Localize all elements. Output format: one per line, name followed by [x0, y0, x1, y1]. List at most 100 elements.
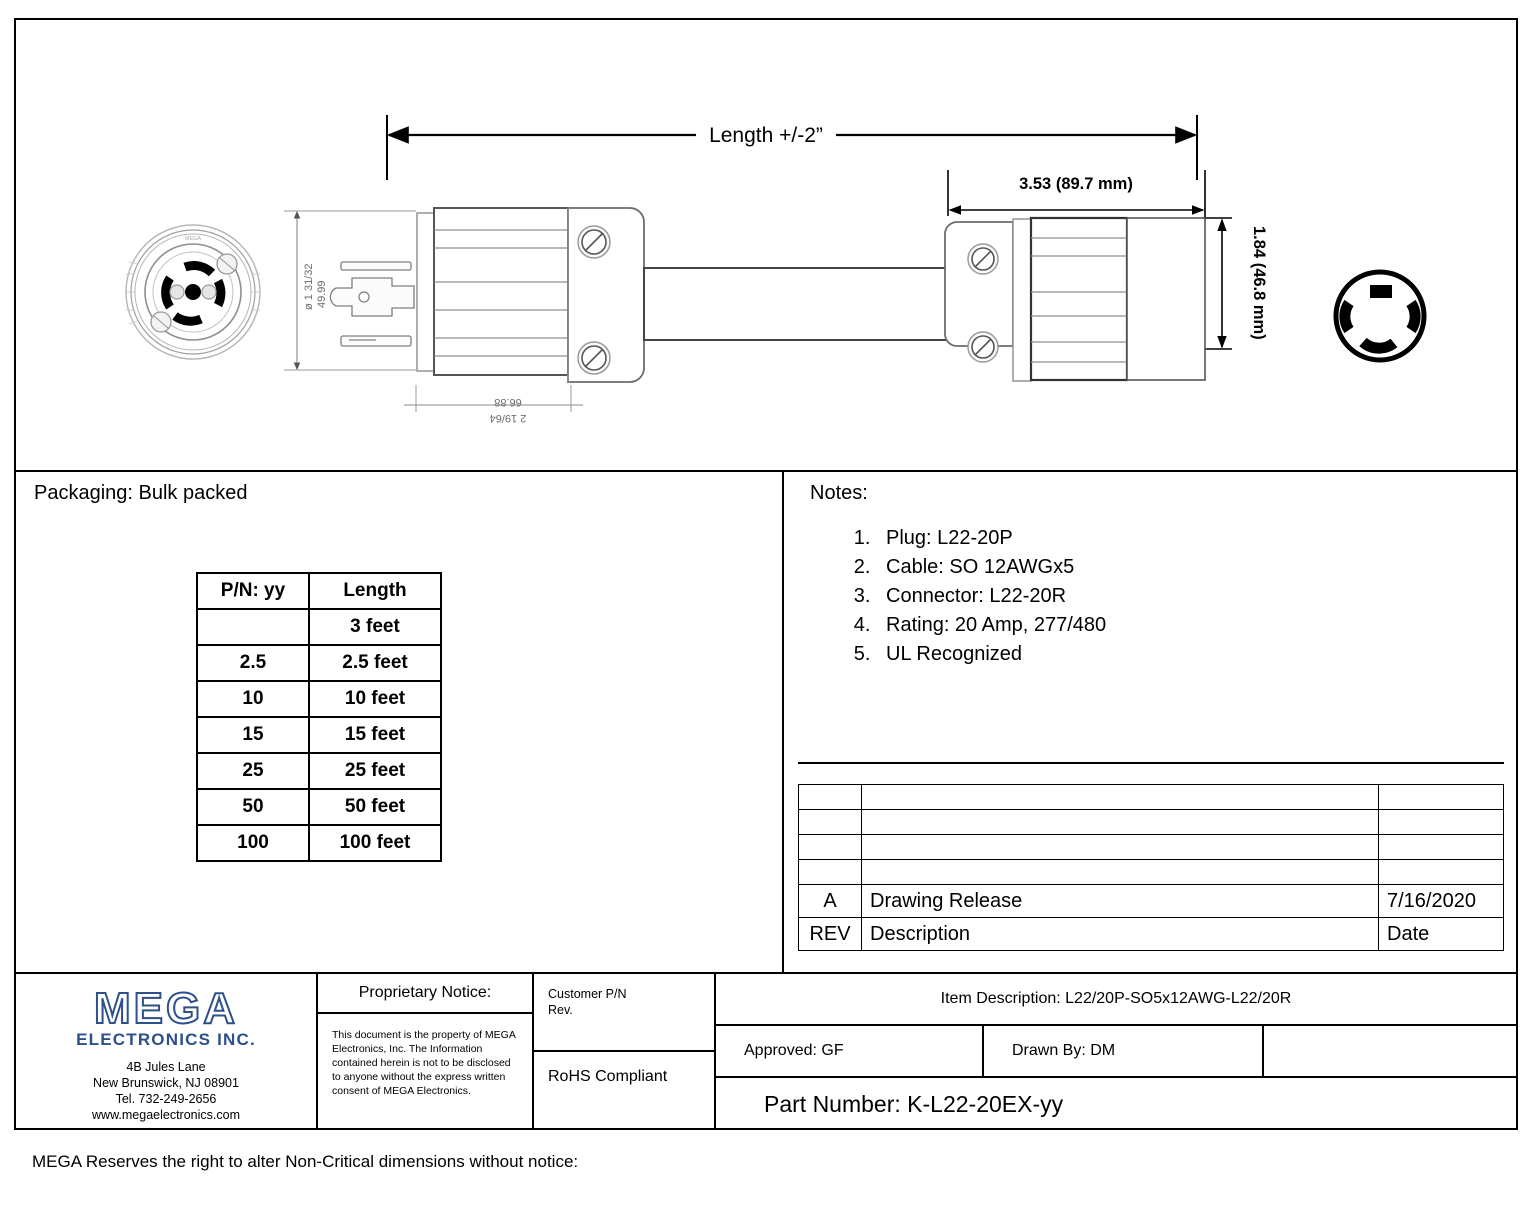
header-description: Description	[861, 917, 1379, 951]
note-item: Plug: L22-20P	[876, 524, 1106, 553]
title-block-blank-cell	[1264, 1026, 1516, 1078]
connector-face-view	[1333, 269, 1427, 363]
revision-table: A Drawing Release 7/16/2020 REV Descript…	[798, 784, 1504, 951]
packaging-label: Packaging: Bulk packed	[34, 482, 248, 504]
table-row: 10 10 feet	[196, 680, 442, 718]
cell-rev	[798, 859, 862, 885]
logo-subtitle: ELECTRONICS INC.	[76, 1030, 256, 1049]
label-plug-body-length-fraction: 2 19/64	[490, 412, 527, 424]
revision-empty-row	[798, 809, 1504, 835]
table-row: 2.5 2.5 feet	[196, 644, 442, 682]
cell-pn: 2.5	[196, 644, 310, 682]
connector-side-view	[944, 216, 1206, 382]
revision-header-row: REV Description Date	[798, 917, 1504, 951]
label-overall-length: Length +/-2”	[709, 124, 823, 147]
cell-description: Drawing Release	[861, 884, 1379, 918]
product-drawing: MEGA	[125, 115, 1427, 424]
customer-pn-label: Customer P/N	[548, 987, 627, 1001]
table-row: 15 15 feet	[196, 716, 442, 754]
table-header-row: P/N: yy Length	[196, 572, 442, 610]
company-address: 4B Jules Lane New Brunswick, NJ 08901 Te…	[16, 1059, 316, 1123]
revision-empty-row	[798, 859, 1504, 885]
packaging-panel: Packaging: Bulk packed P/N: yy Length 3 …	[16, 472, 784, 972]
dimension-overall-length	[386, 115, 1198, 180]
notes-title: Notes:	[810, 482, 868, 504]
title-block: MEGA ELECTRONICS INC. 4B Jules Lane New …	[16, 972, 1516, 1130]
cell-length: 100 feet	[308, 824, 442, 862]
cell-description	[861, 859, 1379, 885]
header-length: Length	[308, 572, 442, 610]
label-connector-length: 3.53 (89.7 mm)	[1019, 175, 1133, 193]
cell-pn: 50	[196, 788, 310, 826]
proprietary-notice-body: This document is the property of MEGA El…	[318, 1014, 534, 1130]
approved-by: Approved: GF	[716, 1026, 984, 1078]
cell-description	[861, 834, 1379, 860]
company-logo-block: MEGA ELECTRONICS INC. 4B Jules Lane New …	[16, 974, 318, 1130]
notes-list: Plug: L22-20P Cable: SO 12AWGx5 Connecto…	[842, 524, 1106, 669]
drawn-by: Drawn By: DM	[984, 1026, 1264, 1078]
cell-rev: A	[798, 884, 862, 918]
customer-pn-block: Customer P/N Rev.	[534, 974, 716, 1052]
cell-length: 2.5 feet	[308, 644, 442, 682]
label-plug-diameter-mm: 49.99	[316, 280, 328, 308]
cell-length: 3 feet	[308, 608, 442, 646]
header-date: Date	[1378, 917, 1504, 951]
address-line: 4B Jules Lane	[126, 1060, 206, 1074]
dimension-plug-diameter	[284, 210, 416, 371]
revision-separator	[798, 762, 1504, 764]
cell-length: 15 feet	[308, 716, 442, 754]
note-item: Connector: L22-20R	[876, 582, 1106, 611]
cell-length: 50 feet	[308, 788, 442, 826]
customer-rev-label: Rev.	[548, 1003, 573, 1017]
table-row: 50 50 feet	[196, 788, 442, 826]
cell-pn	[196, 608, 310, 646]
header-rev: REV	[798, 917, 862, 951]
cell-rev	[798, 834, 862, 860]
mid-section: Packaging: Bulk packed P/N: yy Length 3 …	[16, 472, 1516, 972]
label-plug-diameter-fraction: ø 1 31/32	[303, 264, 315, 310]
proprietary-notice-title: Proprietary Notice:	[318, 974, 534, 1014]
website-link[interactable]: www.megaelectronics.com	[92, 1108, 240, 1122]
table-row: 100 100 feet	[196, 824, 442, 862]
address-line: New Brunswick, NJ 08901	[93, 1076, 239, 1090]
notes-panel: Notes: Plug: L22-20P Cable: SO 12AWGx5 C…	[784, 472, 1516, 972]
cell-rev	[798, 809, 862, 835]
svg-text:MEGA: MEGA	[185, 236, 202, 242]
part-number: Part Number: K-L22-20EX-yy	[764, 1090, 1064, 1117]
cell-pn: 100	[196, 824, 310, 862]
dimension-connector-height	[1202, 217, 1232, 350]
cell-date	[1378, 784, 1504, 810]
revision-empty-row	[798, 834, 1504, 860]
header-part-number: P/N: yy	[196, 572, 310, 610]
label-plug-body-length-mm: 66.88	[494, 396, 522, 408]
length-table: P/N: yy Length 3 feet 2.5 2.5 feet 10	[196, 572, 442, 862]
cell-length: 10 feet	[308, 680, 442, 718]
plug-side-view	[329, 207, 645, 383]
address-line: Tel. 732-249-2656	[115, 1092, 217, 1106]
cell-date	[1378, 859, 1504, 885]
dimension-connector-length	[947, 170, 1206, 220]
cell-description	[861, 784, 1379, 810]
note-item: UL Recognized	[876, 640, 1106, 669]
footer-disclaimer: MEGA Reserves the right to alter Non-Cri…	[32, 1152, 579, 1171]
cable	[643, 267, 955, 341]
table-row: 25 25 feet	[196, 752, 442, 790]
label-connector-height: 1.84 (46.8 mm)	[1250, 226, 1268, 340]
cell-length: 25 feet	[308, 752, 442, 790]
revision-empty-row	[798, 784, 1504, 810]
cell-description	[861, 809, 1379, 835]
dimension-plug-body-length	[404, 385, 583, 412]
logo-mega-text: MEGA	[93, 984, 238, 1033]
table-row: 3 feet	[196, 608, 442, 646]
cell-pn: 10	[196, 680, 310, 718]
drawing-sheet: MEGA	[14, 18, 1518, 1130]
note-item: Cable: SO 12AWGx5	[876, 553, 1106, 582]
cell-date: 7/16/2020	[1378, 884, 1504, 918]
cell-pn: 15	[196, 716, 310, 754]
rohs-compliant-label: RoHS Compliant	[534, 1052, 716, 1130]
cell-pn: 25	[196, 752, 310, 790]
plug-face-view: MEGA	[125, 224, 261, 360]
cell-date	[1378, 809, 1504, 835]
drawing-area: MEGA	[16, 20, 1516, 472]
cell-rev	[798, 784, 862, 810]
